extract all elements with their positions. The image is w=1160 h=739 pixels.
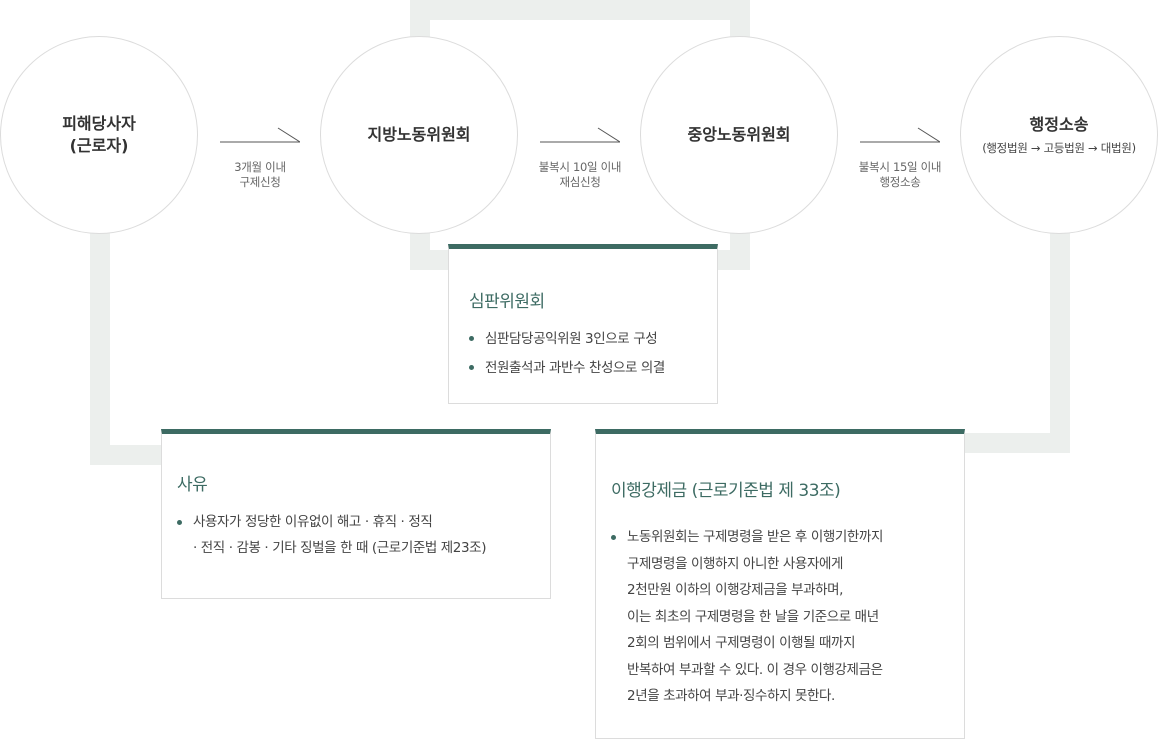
reason-list: 사용자가 정당한 이유없이 해고 · 휴직 · 정직 · 전직 · 감봉 · 기… xyxy=(177,509,486,561)
connector-left-horizontal xyxy=(90,445,170,465)
step-victim-title: 피해당사자 xyxy=(62,114,136,133)
transition-label-line: 3개월 이내 xyxy=(234,160,286,174)
penalty-line: 구제명령을 이행하지 아니한 사용자에게 xyxy=(627,555,844,572)
penalty-line: 2천만원 이하의 이행강제금을 부과하며, xyxy=(627,582,844,598)
reason-box: 사유 사용자가 정당한 이유없이 해고 · 휴직 · 정직 · 전직 · 감봉 … xyxy=(161,429,551,599)
transition-label-line: 재심신청 xyxy=(559,175,601,189)
transition-label-line: 행정소송 xyxy=(879,175,921,189)
arrow-right-icon xyxy=(860,127,940,143)
penalty-line: 2회의 범위에서 구제명령이 이행될 때까지 xyxy=(627,635,856,651)
connector-right-vertical xyxy=(1050,200,1070,453)
transition-label-line: 불복시 15일 이내 xyxy=(858,160,942,174)
list-item: 심판담당공익위원 3인으로 구성 xyxy=(469,325,665,354)
list-item: 전원출석과 과반수 찬성으로 의결 xyxy=(469,354,665,383)
step-administrative-litigation-title: 행정소송 xyxy=(1029,115,1089,134)
transition-label-line: 불복시 10일 이내 xyxy=(538,160,622,174)
arrow-right-icon xyxy=(220,127,300,143)
step-administrative-litigation-courts: (행정법원 → 고등법원 → 대법원) xyxy=(982,141,1136,155)
penalty-title: 이행강제금 (근로기준법 제 33조) xyxy=(611,481,841,501)
adjudication-committee-box: 심판위원회 심판담당공익위원 3인으로 구성 전원출석과 과반수 찬성으로 의결 xyxy=(448,244,718,404)
list-item: 사용자가 정당한 이유없이 해고 · 휴직 · 정직 · 전직 · 감봉 · 기… xyxy=(177,509,486,561)
transition-label-line: 구제신청 xyxy=(239,175,281,189)
connector-top-loop-top xyxy=(410,0,750,20)
reason-title: 사유 xyxy=(177,475,208,495)
penalty-line: 노동위원회는 구제명령을 받은 후 이행기한까지 xyxy=(627,529,883,545)
adjudication-committee-list: 심판담당공익위원 3인으로 구성 전원출석과 과반수 찬성으로 의결 xyxy=(469,325,665,383)
connector-left-vertical xyxy=(90,200,110,465)
list-item: 노동위원회는 구제명령을 받은 후 이행기한까지 구제명령을 이행하지 아니한 … xyxy=(611,524,883,710)
reason-line: 사용자가 정당한 이유없이 해고 · 휴직 · 정직 xyxy=(193,514,433,530)
step-victim-subtitle: (근로자) xyxy=(69,136,129,155)
transition-label-relief-application: 3개월 이내 구제신청 xyxy=(205,160,315,190)
reason-line: · 전직 · 감봉 · 기타 징벌을 한 때 (근로기준법 제23조) xyxy=(193,540,487,556)
transition-label-review-application: 불복시 10일 이내 재심신청 xyxy=(525,160,635,190)
penalty-box: 이행강제금 (근로기준법 제 33조) 노동위원회는 구제명령을 받은 후 이행… xyxy=(595,429,965,739)
penalty-line: 이는 최초의 구제명령을 한 날을 기준으로 매년 xyxy=(627,608,879,625)
step-central-labor-commission-title: 중앙노동위원회 xyxy=(687,125,791,144)
step-central-labor-commission: 중앙노동위원회 xyxy=(640,36,838,234)
penalty-list: 노동위원회는 구제명령을 받은 후 이행기한까지 구제명령을 이행하지 아니한 … xyxy=(611,524,883,710)
penalty-line: 반복하여 부과할 수 있다. 이 경우 이행강제금은 xyxy=(627,661,883,678)
step-local-labor-commission: 지방노동위원회 xyxy=(320,36,518,234)
arrow-right-icon xyxy=(540,127,620,143)
step-local-labor-commission-title: 지방노동위원회 xyxy=(367,125,471,144)
connector-right-horizontal xyxy=(960,433,1070,453)
step-victim: 피해당사자 (근로자) xyxy=(0,36,198,234)
adjudication-committee-title: 심판위원회 xyxy=(469,292,545,312)
step-administrative-litigation: 행정소송 (행정법원 → 고등법원 → 대법원) xyxy=(960,36,1158,234)
penalty-line: 2년을 초과하여 부과·징수하지 못한다. xyxy=(627,688,835,704)
transition-label-litigation: 불복시 15일 이내 행정소송 xyxy=(845,160,955,190)
